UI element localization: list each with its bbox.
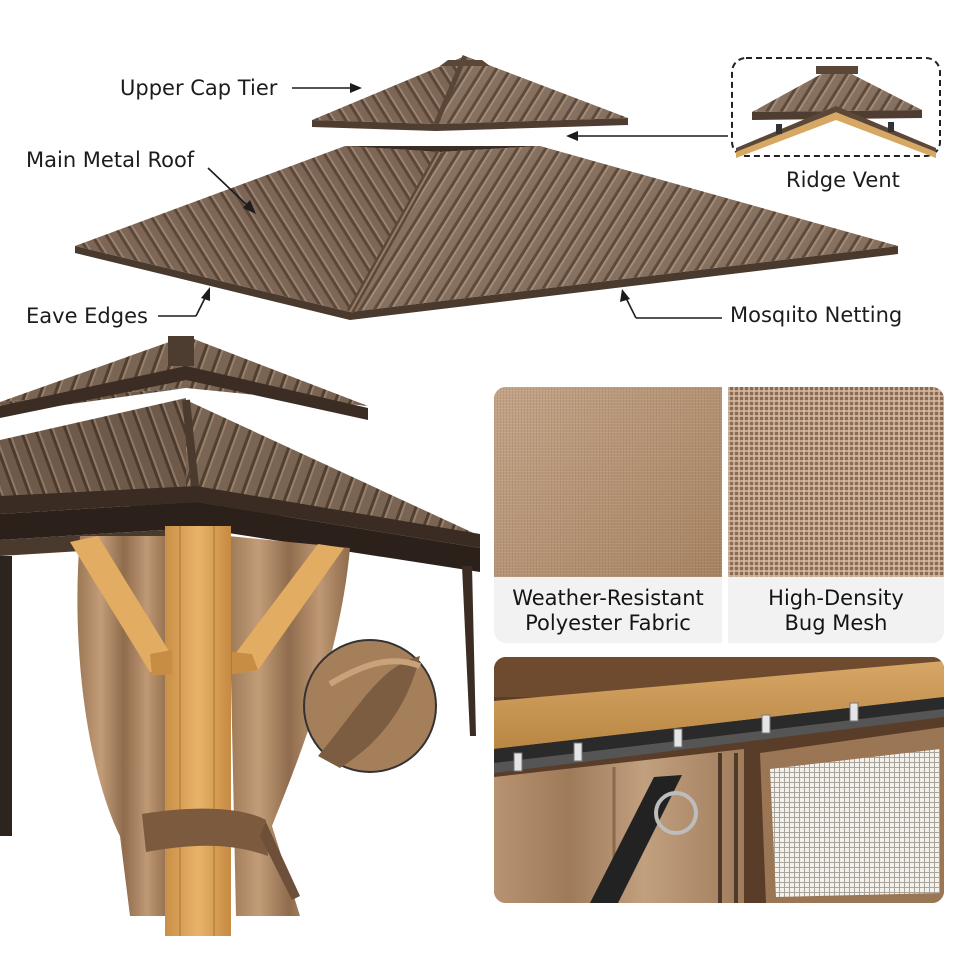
main-metal-roof-label: Main Metal Roof <box>26 148 195 172</box>
mosquito-netting-label: Mosqıito Netting <box>730 303 903 327</box>
polyester-fabric-swatch <box>494 387 722 577</box>
ridge-vent-inset <box>731 57 941 158</box>
curtain-track-illustration <box>494 657 944 903</box>
eave-edges-label: Eave Edges <box>26 304 148 328</box>
fabric-caption: Weather-Resistant Polyester Fabric <box>494 583 722 639</box>
upper-cap-tier-roof <box>312 55 628 131</box>
gazebo-corner-illustration <box>0 336 480 936</box>
exploded-roof-illustration <box>75 55 941 320</box>
main-metal-roof <box>75 146 898 320</box>
fabric-zoom-circle <box>303 639 437 773</box>
mesh-caption: High-Density Bug Mesh <box>728 583 944 639</box>
bug-mesh-swatch <box>728 387 944 577</box>
material-swatch-panel: Weather-Resistant Polyester Fabric High-… <box>494 387 944 643</box>
mesh-caption-line2: Bug Mesh <box>784 611 888 635</box>
fabric-caption-line1: Weather-Resistant <box>512 585 704 610</box>
curtain-track-photo <box>494 657 944 903</box>
mesh-caption-line1: High-Density <box>768 585 904 610</box>
swatch-divider <box>722 387 728 643</box>
ridge-vent-label: Ridge Vent <box>786 168 900 192</box>
callout-arrows <box>158 83 728 319</box>
fabric-caption-line2: Polyester Fabric <box>525 611 691 635</box>
upper-cap-tier-label: Upper Cap Tier <box>120 76 278 100</box>
